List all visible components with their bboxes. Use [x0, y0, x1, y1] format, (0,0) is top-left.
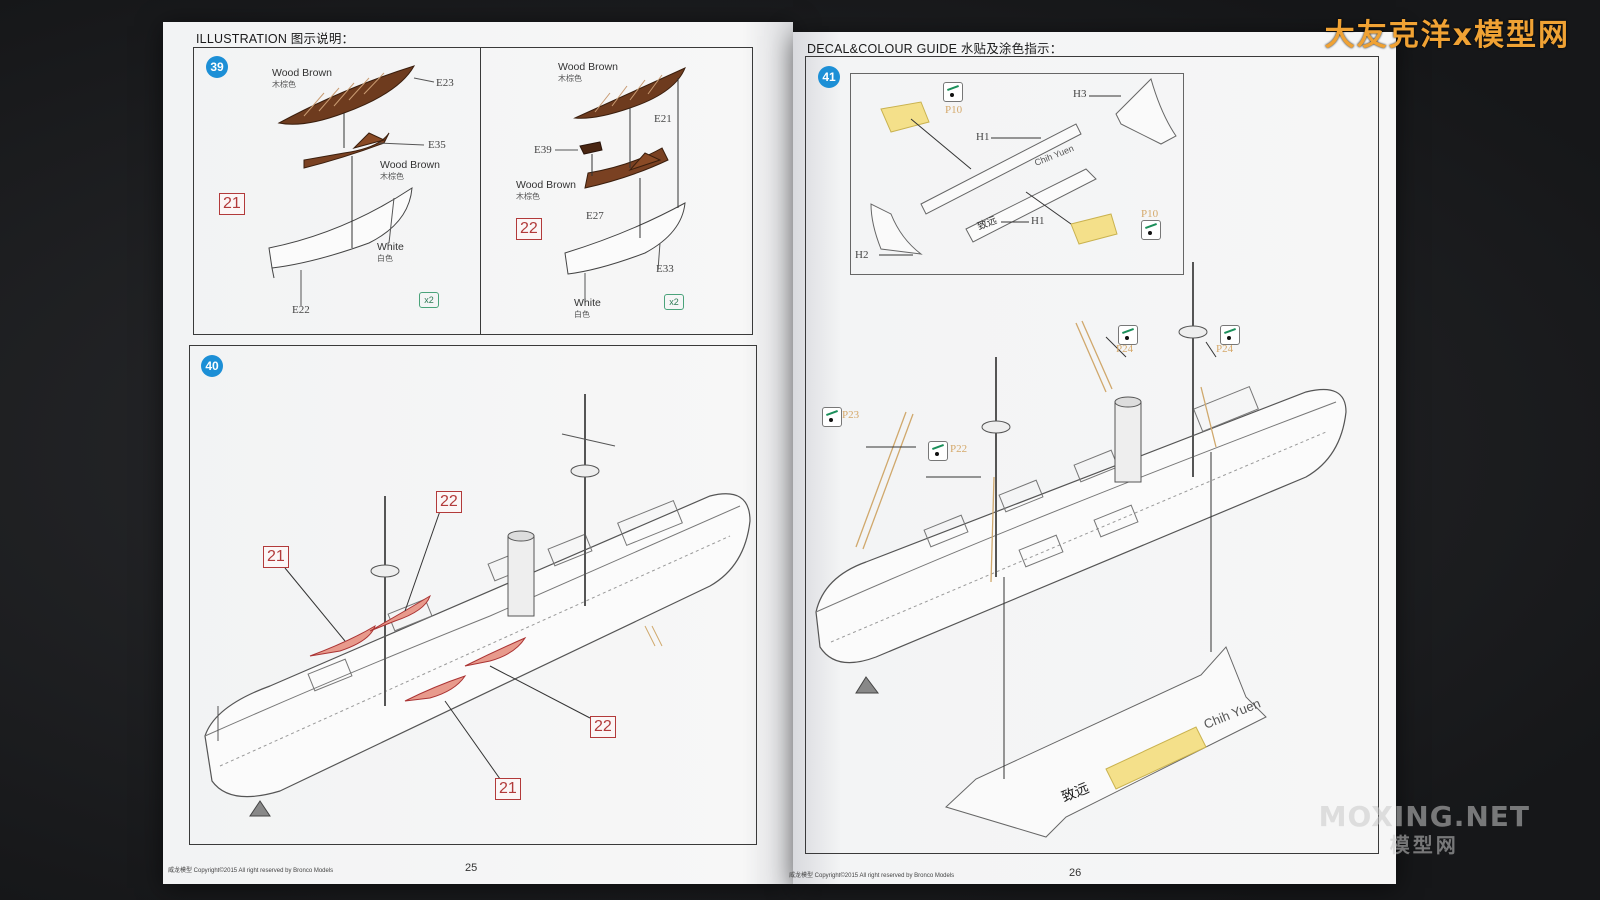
- ship-line-drawing: [204, 394, 751, 817]
- quantity-badge: x2: [419, 292, 439, 308]
- decal-number: P10: [1141, 208, 1159, 220]
- part-number: E22: [292, 304, 310, 316]
- boat-22-exploded-drawing: [555, 67, 686, 303]
- brand-watermark: 大友克洋x模型网: [1324, 18, 1570, 53]
- part-number: E21: [654, 113, 672, 125]
- step-number-40: 40: [201, 355, 223, 377]
- part-number: E23: [436, 77, 454, 89]
- quantity-badge: x2: [664, 294, 684, 310]
- part-number: H1: [1031, 215, 1045, 227]
- part-number: E33: [656, 263, 674, 275]
- callout-badge: 22: [590, 716, 616, 738]
- decal-number: P24: [1216, 343, 1234, 355]
- site-watermark-sub: 模型网: [1389, 833, 1459, 857]
- decal-icon: [1118, 325, 1138, 345]
- site-watermark: MOXING.NET 模型网: [1319, 803, 1530, 859]
- decal-number: P22: [950, 443, 968, 455]
- callout-badge: 22: [436, 491, 462, 513]
- stand-inset-box: Chih Yuen 致远 H3 H1 H1 H2 P10 P10: [850, 73, 1184, 275]
- sub-assembly-badge: 21: [219, 193, 245, 215]
- part-number: E39: [534, 144, 552, 156]
- decal-number: P23: [842, 409, 860, 421]
- page-number: 25: [465, 862, 478, 874]
- part-number: H1: [976, 131, 990, 143]
- panel-divider: [480, 48, 481, 334]
- sub-assembly-badge: 22: [516, 218, 542, 240]
- page-number: 26: [1069, 867, 1082, 879]
- boat-21-exploded-drawing: [268, 65, 435, 306]
- ship-line-drawing: Chih Yuen 致远: [815, 262, 1347, 838]
- decal-icon: [1220, 325, 1240, 345]
- step-number-41: 41: [818, 66, 840, 88]
- copyright-footer: 威龙模型 Copyright©2015 All right reserved b…: [789, 873, 955, 879]
- part-number: H2: [855, 249, 869, 261]
- part-number: H3: [1073, 88, 1087, 100]
- decal-icon: [1141, 220, 1161, 240]
- part-number: E27: [586, 210, 604, 222]
- part-number: E35: [428, 139, 446, 151]
- step-number-39: 39: [206, 56, 228, 78]
- instruction-page-left: ILLUSTRATION 图示说明： 39: [163, 22, 793, 884]
- decal-number: P10: [945, 104, 963, 116]
- stand-exploded-drawing: Chih Yuen 致远: [870, 78, 1177, 256]
- section-title-decal-guide: DECAL&COLOUR GUIDE 水贴及涂色指示：: [807, 42, 1063, 56]
- instruction-page-right: DECAL&COLOUR GUIDE 水贴及涂色指示： 41: [789, 32, 1396, 884]
- step-40-panel: 40: [189, 345, 757, 845]
- site-watermark-main: MOXING.NET: [1318, 800, 1530, 833]
- step-41-panel: 41 Chih Yuen 致远: [805, 56, 1379, 854]
- callout-badge: 21: [495, 778, 521, 800]
- decal-icon: [822, 407, 842, 427]
- copyright-footer: 威龙模型 Copyright©2015 All right reserved b…: [168, 868, 334, 874]
- section-title-illustration: ILLUSTRATION 图示说明：: [196, 32, 355, 46]
- callout-badge: 21: [263, 546, 289, 568]
- decal-icon: [943, 82, 963, 102]
- decal-number: P24: [1116, 343, 1134, 355]
- decal-icon: [928, 441, 948, 461]
